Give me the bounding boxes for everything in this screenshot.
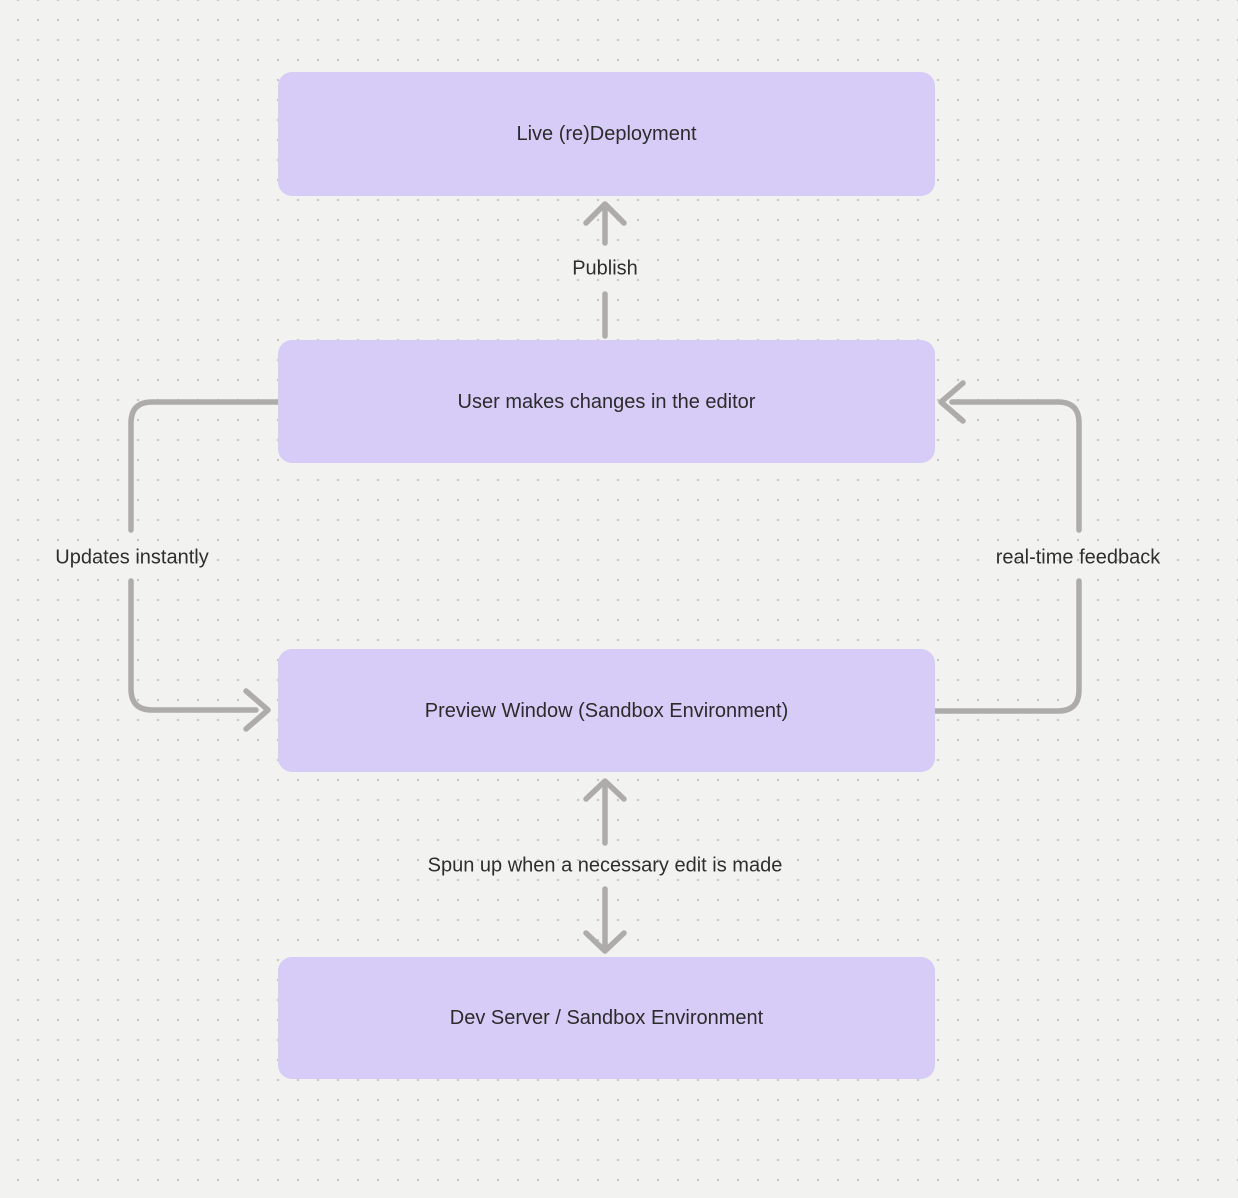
node-preview-window[interactable]: Preview Window (Sandbox Environment) [278,649,935,772]
updates-arrow-lower [128,578,259,713]
edge-label-spun-up: Spun up when a necessary edit is made [427,854,783,877]
node-dev-server[interactable]: Dev Server / Sandbox Environment [278,957,935,1079]
feedback-arrow-head-icon [938,380,966,424]
node-label: User makes changes in the editor [457,390,756,413]
node-label: Dev Server / Sandbox Environment [449,1007,764,1029]
node-live-deployment[interactable]: Live (re)Deployment [278,72,935,196]
node-label: Live (re)Deployment [516,123,697,145]
node-label: Preview Window (Sandbox Environment) [424,699,789,722]
edge-label-updates-instantly: Updates instantly [55,546,209,569]
updates-arrow-head-icon [243,688,271,732]
spun-up-arrow-head-up-icon [583,778,627,802]
edge-label-real-time-feedback: real-time feedback [995,546,1161,569]
node-user-changes[interactable]: User makes changes in the editor [278,340,935,463]
publish-arrow-head-icon [583,201,627,226]
updates-arrow-upper [128,399,281,533]
edge-label-publish: Publish [572,257,638,280]
feedback-arrow-lower [932,578,1082,714]
feedback-arrow-upper [949,399,1082,533]
spun-up-arrow-head-down-icon [583,930,627,954]
